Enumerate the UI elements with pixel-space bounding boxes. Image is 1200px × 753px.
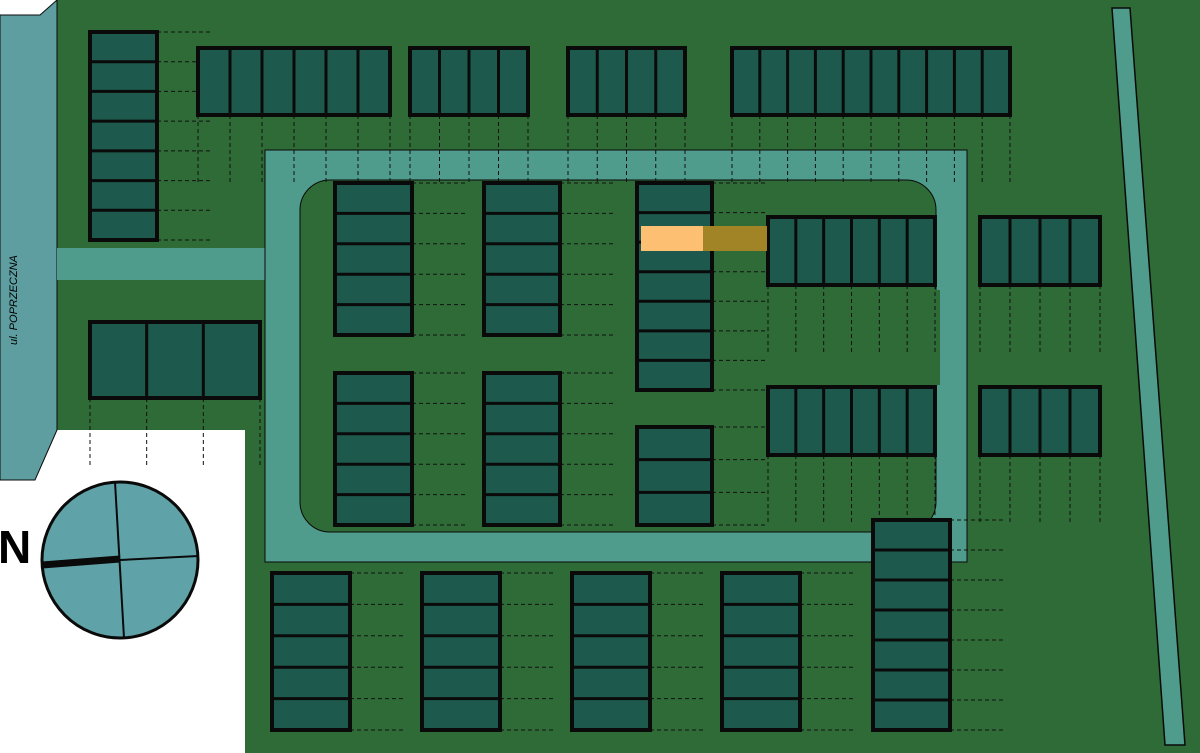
compass [40,480,200,640]
building-block[interactable] [88,30,159,242]
building-block[interactable] [333,181,414,337]
street-label: ul. POPRZECZNA [8,255,20,345]
highlighted-unit[interactable] [641,226,703,251]
building-block[interactable] [420,571,502,732]
building-block[interactable] [766,215,937,287]
building-block[interactable] [635,425,714,527]
building-block[interactable] [570,571,652,732]
compass-needle [41,555,121,569]
buildings [88,30,1102,732]
building-block[interactable] [333,371,414,527]
building-block[interactable] [871,518,952,732]
street-poprzeczna[interactable] [0,0,58,481]
building-block[interactable] [766,385,937,457]
building-block[interactable] [978,215,1102,287]
side-road[interactable] [57,248,272,280]
building-block[interactable] [270,571,352,732]
building-block[interactable] [196,46,392,117]
inner-road-strip [765,290,940,385]
north-label: N [0,521,32,573]
building-block[interactable] [88,320,262,400]
footpath[interactable] [1111,7,1186,746]
building-block[interactable] [408,46,530,117]
highlighted-plot[interactable] [703,226,767,251]
building-block[interactable] [482,371,562,527]
building-block[interactable] [720,571,802,732]
plot-lines [89,31,1101,731]
building-block[interactable] [978,385,1102,457]
building-block[interactable] [635,181,714,392]
building-block[interactable] [730,46,1012,117]
building-block[interactable] [566,46,687,117]
building-block[interactable] [482,181,562,337]
